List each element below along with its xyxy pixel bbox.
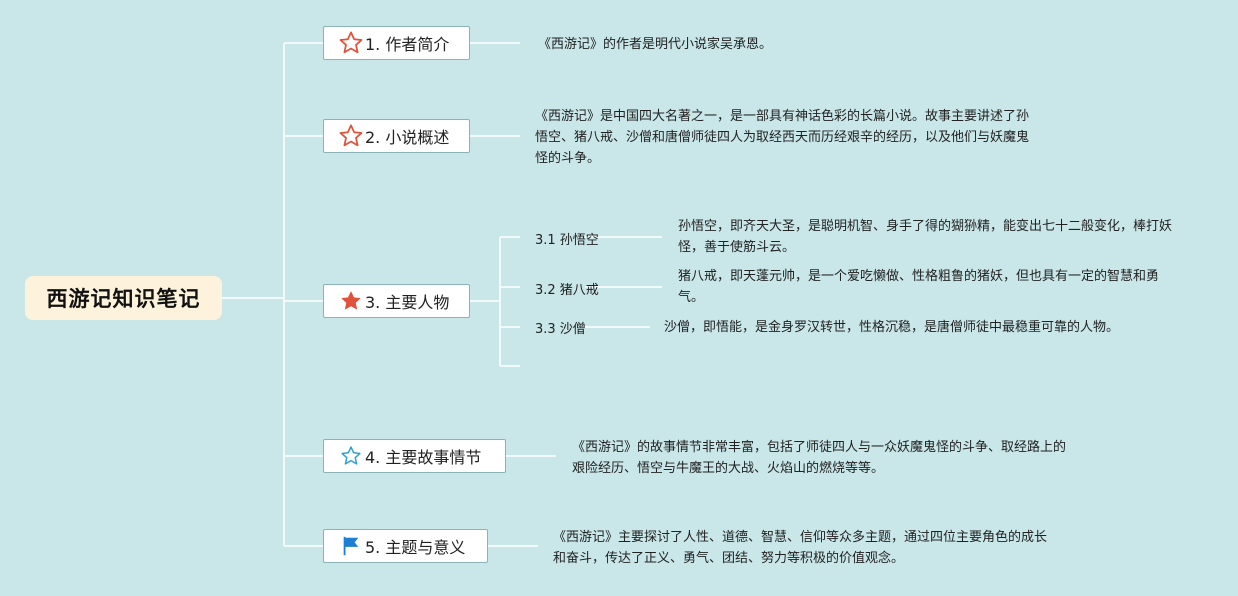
sub-topic-zhubajie[interactable]: 3.2 猪八戒	[535, 283, 599, 298]
root-title: 西游记知识笔记	[46, 287, 201, 311]
sub-topic-shaseng[interactable]: 3.3 沙僧	[535, 322, 586, 337]
branch-plot[interactable]: 4. 主要故事情节	[323, 439, 506, 473]
branch-label: 1. 作者简介	[365, 35, 450, 54]
flag-icon	[338, 533, 364, 559]
sub-topic-sunwukong[interactable]: 3.1 孙悟空	[535, 233, 599, 248]
branch-characters[interactable]: 3. 主要人物	[323, 284, 470, 318]
branch-themes[interactable]: 5. 主题与意义	[323, 529, 488, 563]
branch-description: 《西游记》的故事情节非常丰富，包括了师徒四人与一众妖魔鬼怪的斗争、取经路上的艰险…	[572, 440, 1067, 476]
star-outline-icon	[338, 30, 364, 56]
branch-description: 《西游记》主要探讨了人性、道德、智慧、信仰等众多主题，通过四位主要角色的成长和奋…	[553, 530, 1048, 566]
branch-label: 4. 主要故事情节	[365, 448, 482, 467]
star-outline-icon	[338, 123, 364, 149]
branch-label: 5. 主题与意义	[365, 538, 466, 557]
branch-author[interactable]: 1. 作者简介	[323, 26, 470, 60]
branch-description: 《西游记》是中国四大名著之一，是一部具有神话色彩的长篇小说。故事主要讲述了孙悟空…	[535, 109, 1030, 166]
sub-topic-description: 孙悟空，即齐天大圣，是聪明机智、身手了得的猢狲精，能变出七十二般变化，棒打妖怪，…	[678, 219, 1173, 255]
sub-topic-description: 沙僧，即悟能，是金身罗汉转世，性格沉稳，是唐僧师徒中最稳重可靠的人物。	[664, 320, 1120, 335]
root-topic[interactable]: 西游记知识笔记	[25, 276, 222, 320]
branch-label: 2. 小说概述	[365, 128, 450, 147]
branch-label: 3. 主要人物	[365, 293, 450, 312]
star-outline-blue-icon	[338, 443, 364, 469]
branch-overview[interactable]: 2. 小说概述	[323, 119, 470, 153]
star-filled-icon	[338, 288, 364, 314]
sub-topic-description: 猪八戒，即天蓬元帅，是一个爱吃懒做、性格粗鲁的猪妖，但也具有一定的智慧和勇气。	[678, 269, 1160, 305]
branch-description: 《西游记》的作者是明代小说家吴承恩。	[538, 37, 773, 52]
